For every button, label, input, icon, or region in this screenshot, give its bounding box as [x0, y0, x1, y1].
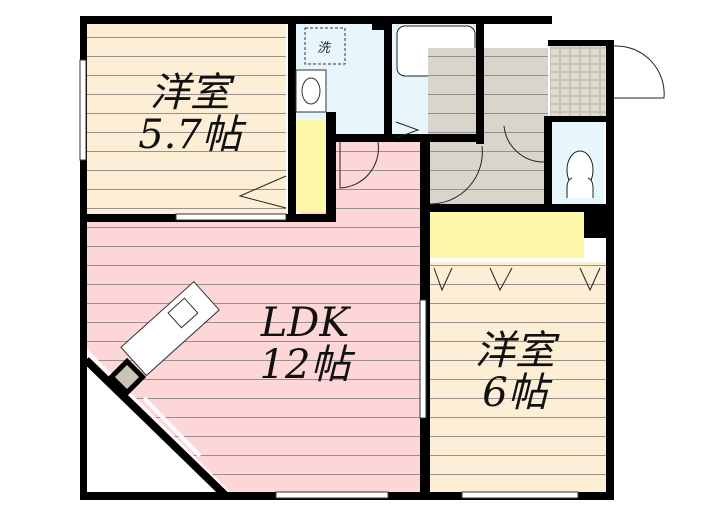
room-size: 5.7帖	[138, 112, 242, 158]
room-name: LDK	[260, 300, 350, 346]
pillar	[107, 357, 147, 397]
room-label-ldk: LDK 12帖	[230, 302, 380, 386]
room-label-western-1: 洋室 5.7帖	[110, 72, 270, 156]
washer-space	[304, 27, 346, 65]
room-label-western-2: 洋室 6帖	[440, 330, 590, 414]
closet-2	[430, 212, 584, 258]
genkan-tiles	[550, 44, 606, 116]
room-name: 洋室	[150, 70, 230, 116]
room-name: 洋室	[475, 328, 555, 374]
washer-label: 洗	[317, 41, 331, 56]
closet-1	[294, 120, 326, 212]
kitchen-counter	[120, 280, 220, 377]
room-size: 12帖	[259, 342, 351, 388]
room-size: 6帖	[482, 370, 548, 416]
